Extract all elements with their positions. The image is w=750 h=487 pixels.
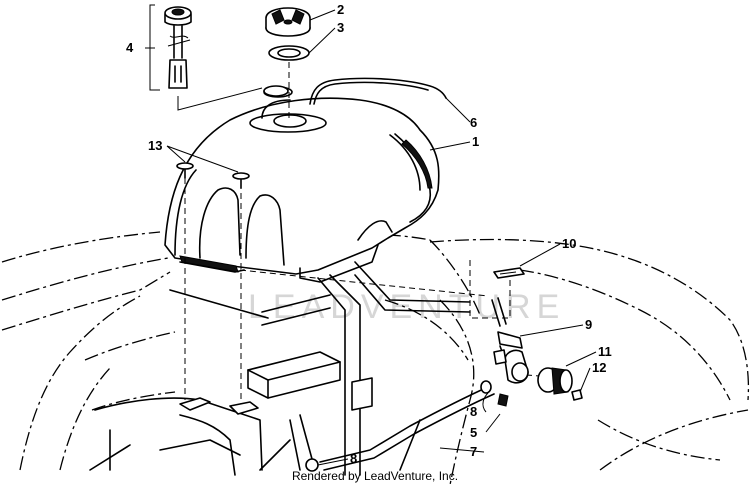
footer-credit: Rendered by LeadVenture, Inc. bbox=[291, 469, 459, 483]
valve-bracket bbox=[493, 267, 525, 279]
vehicle-body-outline bbox=[1, 231, 750, 486]
fuel-line bbox=[305, 380, 509, 472]
callout-lines bbox=[145, 9, 597, 466]
callout-8-valve: 8 bbox=[470, 404, 477, 419]
callout-6: 6 bbox=[470, 115, 477, 130]
watermark: LEADVENTURE bbox=[248, 288, 565, 326]
frame bbox=[89, 261, 471, 476]
callout-7: 7 bbox=[470, 444, 477, 459]
tank-screws bbox=[176, 162, 250, 189]
callout-5: 5 bbox=[470, 425, 477, 440]
callout-2: 2 bbox=[337, 2, 344, 17]
callout-11: 11 bbox=[598, 344, 612, 359]
callout-4: 4 bbox=[126, 40, 134, 55]
fuel-valve bbox=[491, 297, 529, 384]
callout-8-line: 8 bbox=[350, 451, 357, 466]
callout-10: 10 bbox=[562, 236, 576, 251]
cap-gasket bbox=[268, 45, 310, 61]
callout-1: 1 bbox=[472, 134, 479, 149]
fuel-tank bbox=[164, 86, 440, 283]
valve-knob bbox=[537, 367, 573, 395]
fuel-cap bbox=[265, 7, 311, 37]
callout-3: 3 bbox=[337, 20, 344, 35]
callout-9: 9 bbox=[585, 317, 592, 332]
callout-12: 12 bbox=[592, 360, 606, 375]
fuel-gauge-sender bbox=[149, 4, 289, 111]
callout-13: 13 bbox=[148, 138, 162, 153]
callout-labels: 2 3 4 6 1 13 10 9 11 12 8 5 7 8 bbox=[126, 2, 612, 466]
vent-hose bbox=[309, 77, 447, 105]
knob-screw bbox=[571, 389, 583, 401]
mount-plate bbox=[179, 397, 211, 411]
